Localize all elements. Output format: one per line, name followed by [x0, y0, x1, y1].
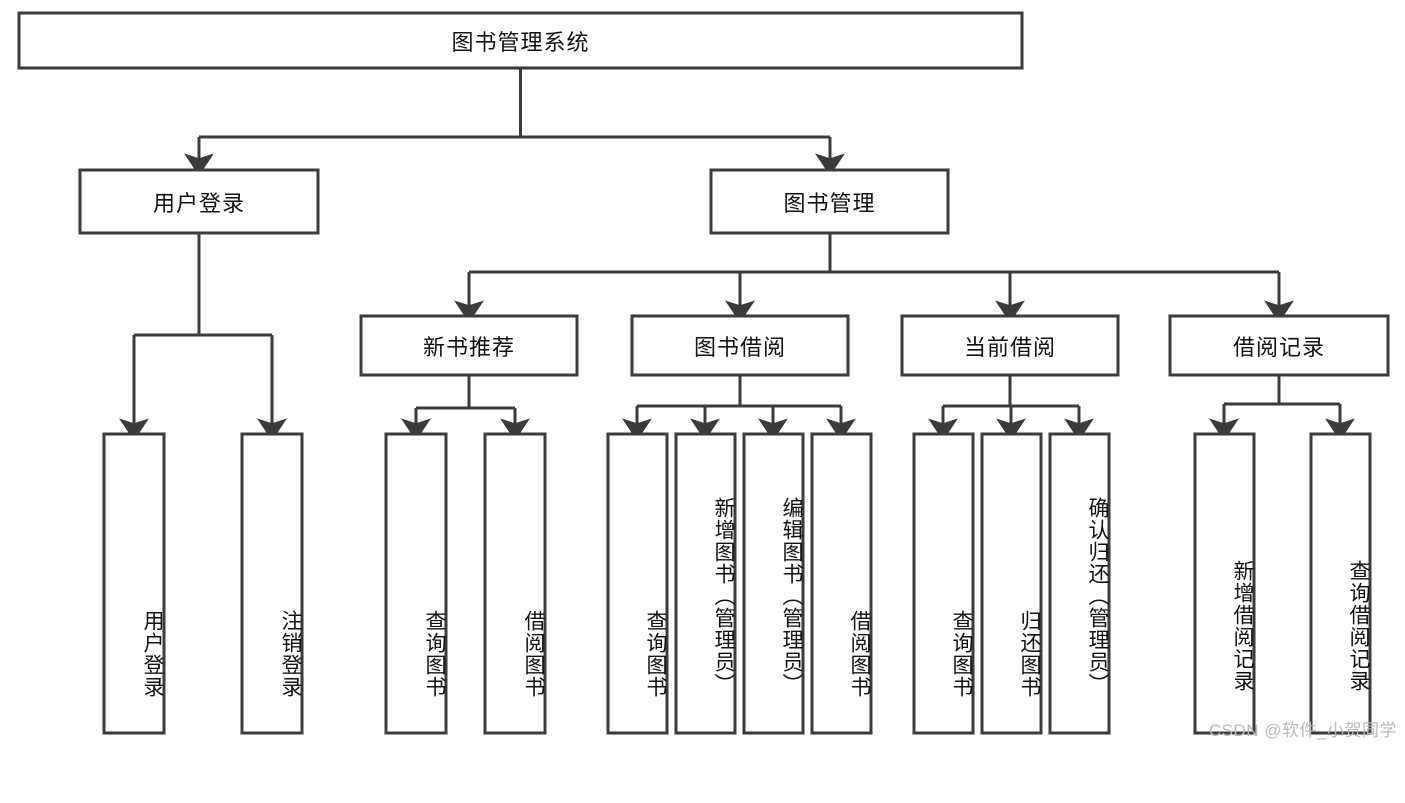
node-box-leaf-user-login[interactable] — [102, 432, 166, 735]
node-box-new-book-recommend[interactable] — [359, 314, 579, 377]
node-box-leaf-add-borrow-record[interactable] — [1193, 432, 1256, 735]
node-box-book-management[interactable] — [709, 168, 950, 235]
node-box-leaf-borrow-book-recommend[interactable] — [483, 432, 547, 735]
node-box-current-borrow[interactable] — [900, 314, 1120, 377]
edges-user-login-to-leaves — [119, 233, 287, 441]
edges-new-book-recommend-to-leaves — [401, 375, 530, 441]
node-box-borrow-record[interactable] — [1168, 314, 1390, 377]
hierarchy-diagram: 图书管理系统 用户登录 图书管理 新书推荐 图书借阅 当前借阅 借阅记录 用户登… — [17, 11, 1397, 740]
node-box-root[interactable] — [17, 11, 1024, 70]
node-box-book-borrow[interactable] — [630, 314, 850, 377]
node-box-leaf-add-book-admin[interactable] — [674, 432, 737, 735]
csdn-watermark: CSDN @软件_小贺同学 — [1208, 721, 1397, 740]
node-box-user-login[interactable] — [78, 168, 320, 235]
node-box-leaf-logout[interactable] — [240, 432, 304, 735]
edges-borrow-record-to-leaves — [1209, 375, 1355, 441]
node-box-leaf-borrow-book[interactable] — [810, 432, 873, 735]
node-box-leaf-confirm-return-admin[interactable] — [1048, 432, 1111, 735]
edges-book-management-to-level2 — [454, 233, 1294, 323]
edges-current-borrow-to-leaves — [928, 375, 1094, 441]
node-box-leaf-edit-book-admin[interactable] — [742, 432, 805, 735]
node-box-leaf-query-book-current[interactable] — [912, 432, 975, 735]
node-box-leaf-query-book-borrow[interactable] — [606, 432, 669, 735]
node-box-leaf-query-book-recommend[interactable] — [384, 432, 448, 735]
edges-root-to-level1 — [184, 68, 845, 176]
node-box-leaf-query-borrow-record[interactable] — [1309, 432, 1372, 735]
edges-book-borrow-to-leaves — [622, 375, 856, 441]
node-box-leaf-return-book[interactable] — [980, 432, 1043, 735]
diagram-canvas — [17, 11, 1390, 735]
